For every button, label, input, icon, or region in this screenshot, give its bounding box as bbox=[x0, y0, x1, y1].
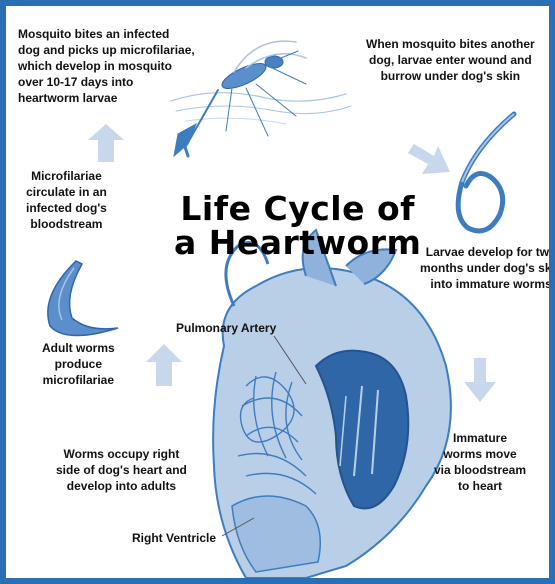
cycle-arrow-right bbox=[464, 358, 496, 402]
diagram-frame: Life Cycle of a Heartworm Mosquito bites… bbox=[6, 6, 549, 578]
cycle-arrow-top-right bbox=[408, 144, 450, 174]
step-caption-larvae-develop: Larvae develop for two months under dog'… bbox=[420, 244, 549, 292]
step-caption-worms-occupy-heart: Worms occupy right side of dog's heart a… bbox=[56, 446, 187, 494]
step-caption-mosquito-bites-infected-dog: Mosquito bites an infected dog and picks… bbox=[18, 26, 195, 106]
step-caption-immature-worms-move: Immature worms move via bloodstream to h… bbox=[434, 430, 526, 494]
heart-illustration bbox=[213, 230, 451, 578]
title-line-1: Life Cycle of bbox=[174, 192, 421, 226]
title-line-2: a Heartworm bbox=[174, 226, 421, 260]
label-pulmonary-artery: Pulmonary Artery bbox=[176, 320, 276, 336]
cycle-arrow-left bbox=[146, 344, 182, 386]
mosquito-illustration bbox=[171, 41, 351, 156]
step-caption-microfilariae-circulate: Microfilariae circulate in an infected d… bbox=[26, 168, 107, 232]
label-right-ventricle: Right Ventricle bbox=[132, 530, 216, 546]
step-caption-adult-worms-produce: Adult worms produce microfilariae bbox=[42, 340, 115, 388]
cycle-arrow-top-left bbox=[88, 124, 124, 162]
step-caption-larvae-enter-wound: When mosquito bites another dog, larvae … bbox=[366, 36, 535, 84]
diagram-title: Life Cycle of a Heartworm bbox=[174, 192, 421, 260]
microfilaria-crescent-illustration bbox=[48, 261, 118, 336]
